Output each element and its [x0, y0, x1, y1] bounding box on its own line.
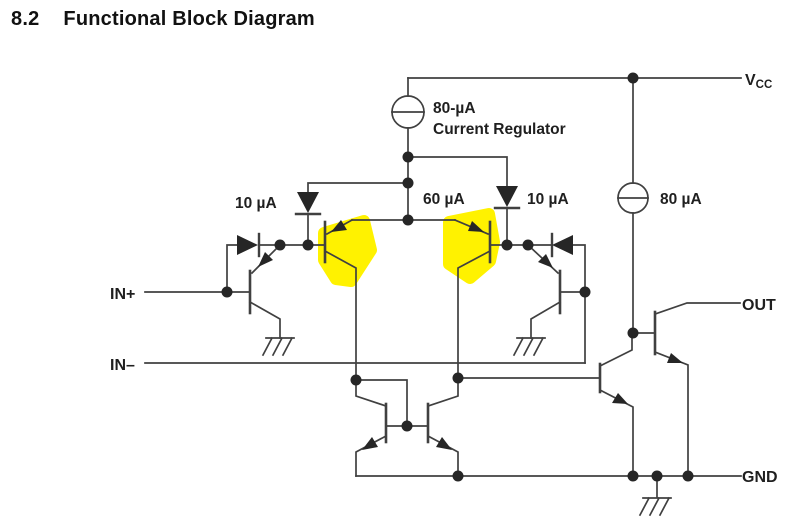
vcc-label: VCC — [745, 72, 772, 91]
arrow-inplus-emitter-icon — [258, 252, 273, 267]
arrow-inminus-emitter-icon — [538, 254, 553, 268]
junction-dots — [221, 72, 694, 482]
current-regulator-symbol — [391, 95, 425, 129]
left-diode-current-label: 10 µA — [235, 195, 277, 212]
regulator-name-label: Current Regulator — [433, 121, 566, 138]
wire-branch-right-diode — [407, 156, 508, 187]
arrow-output-emitter-icon — [667, 353, 683, 363]
arrow-left-highlighted-emitter-icon — [331, 220, 347, 232]
section-title: 8.2 Functional Block Diagram — [11, 8, 315, 31]
arrow-mirror-left-emitter-icon — [362, 437, 378, 450]
regulator-value-label: 80-µA — [433, 100, 476, 117]
in-minus-label: IN– — [110, 357, 135, 374]
arrow-right-highlighted-emitter-icon — [468, 221, 484, 232]
highlight-left-transistor — [318, 215, 377, 287]
transistor-driver — [598, 332, 634, 477]
transistor-output — [631, 302, 741, 477]
ground-symbol-right — [512, 336, 546, 357]
in-plus-label: IN+ — [110, 286, 135, 303]
ground-symbol-bottom — [638, 475, 672, 517]
diode-right-bias-icon — [496, 186, 518, 207]
arrow-mirror-right-emitter-icon — [436, 437, 452, 450]
ground-symbol-left — [261, 336, 295, 357]
section-heading: Functional Block Diagram — [63, 8, 315, 30]
bias-current-source-symbol — [617, 182, 649, 214]
gnd-label: GND — [742, 469, 778, 486]
diode-right-outer-icon — [552, 235, 573, 255]
arrow-driver-emitter-icon — [612, 393, 628, 404]
section-number: 8.2 — [11, 8, 40, 30]
wire-left-branch — [226, 244, 326, 293]
right-diode-current-label: 10 µA — [527, 191, 569, 208]
diode-left-bias-icon — [297, 192, 319, 213]
wire-branch-left-diode — [307, 182, 409, 193]
tail-current-label: 60 µA — [423, 191, 465, 208]
bias-current-label: 80 µA — [660, 191, 702, 208]
out-label: OUT — [742, 297, 776, 314]
wire-right-branch — [489, 244, 586, 364]
diode-left-outer-icon — [237, 235, 258, 255]
